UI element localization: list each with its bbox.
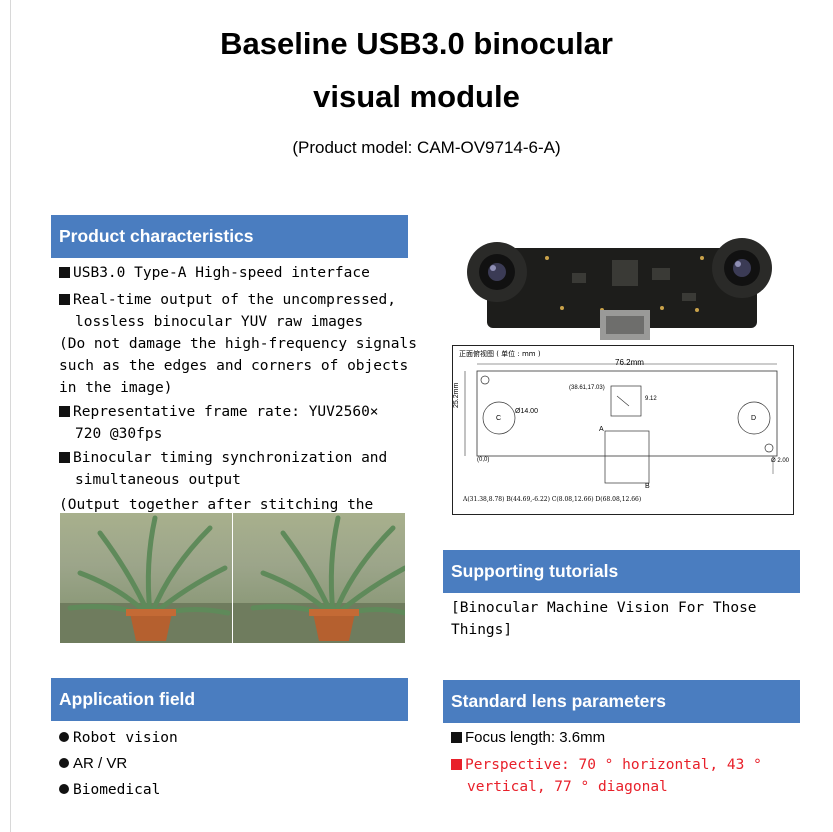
square-bullet-icon	[451, 759, 462, 770]
feature-raw-output: Real-time output of the uncompressed,	[59, 289, 429, 311]
page-title-line2: visual module	[313, 79, 520, 114]
note-line: such as the edges and corners of objects	[59, 358, 409, 374]
product-characteristics-heading: Product characteristics	[51, 215, 408, 258]
round-bullet-icon	[59, 784, 69, 794]
drawing-lines	[464, 363, 778, 484]
drawing-chip-label: (38.61,17.03)	[569, 385, 605, 391]
application-item: Biomedical	[59, 777, 178, 803]
feature-sync: Binocular timing synchronization and	[59, 447, 429, 469]
square-bullet-icon	[59, 267, 70, 278]
square-bullet-icon	[59, 452, 70, 463]
drawing-mount-hole: Ø 2.00	[771, 458, 790, 464]
drawing-corner-a: A	[599, 426, 604, 433]
drawing-footer: A(31.38,8.78) B(44.69,-6.22) C(8.08,12.6…	[463, 496, 642, 503]
note-line: in the image)	[59, 380, 173, 396]
page-title-line1: Baseline USB3.0 binocular	[220, 26, 613, 61]
camera-module-photo	[452, 238, 792, 344]
lens-perspective: Perspective: 70 ° horizontal, 43 ° verti…	[451, 754, 762, 798]
note-line-cut: (Output together after stitching the	[59, 497, 374, 513]
application-list: Robot vision AR / VR Biomedical	[59, 725, 178, 803]
lens-parameters-heading: Standard lens parameters	[443, 680, 800, 723]
stereo-sample-image	[60, 513, 405, 643]
drawing-height-label: 25.2mm	[453, 382, 460, 408]
drawing-origin: (0,0)	[477, 457, 490, 463]
tutorials-text: [Binocular Machine Vision For Those Thin…	[451, 597, 757, 641]
drawing-width-label: 76.2mm	[615, 358, 644, 367]
application-item: Robot vision	[59, 725, 178, 751]
drawing-lens-d: D	[751, 415, 757, 422]
round-bullet-icon	[59, 732, 69, 742]
drawing-caption: 正面俯视图 ( 单位 : mm )	[459, 350, 541, 358]
drawing-corner-b: B	[645, 483, 650, 490]
product-model: (Product model: CAM-OV9714-6-A)	[292, 138, 561, 157]
page-margin-line	[10, 0, 11, 832]
feature-usb: USB3.0 Type-A High-speed interface	[59, 262, 429, 284]
drawing-chip-dim: 9.12	[645, 396, 657, 402]
tutorial-link-line: [Binocular Machine Vision For Those	[451, 600, 757, 616]
characteristics-list: USB3.0 Type-A High-speed interface Real-…	[59, 262, 429, 516]
square-bullet-icon	[451, 732, 462, 743]
left-view-image	[60, 513, 232, 643]
feature-frame-rate-cont: 720 @30fps	[75, 426, 163, 442]
drawing-hole-label: Ø14.00	[515, 408, 538, 415]
square-bullet-icon	[59, 294, 70, 305]
application-item: AR / VR	[59, 751, 178, 777]
right-view-image	[233, 513, 405, 643]
lens-focus: Focus length: 3.6mm	[451, 729, 605, 746]
supporting-tutorials-heading: Supporting tutorials	[443, 550, 800, 593]
mechanical-drawing: 正面俯视图 ( 单位 : mm ) 76.2mm 25.2mm Ø14.00 (…	[452, 345, 794, 515]
application-field-heading: Application field	[51, 678, 408, 721]
square-bullet-icon	[59, 406, 70, 417]
feature-sync-cont: simultaneous output	[75, 472, 241, 488]
feature-raw-output-cont: lossless binocular YUV raw images	[75, 314, 364, 330]
feature-frame-rate: Representative frame rate: YUV2560×	[59, 401, 429, 423]
note-line: (Do not damage the high-frequency signal…	[59, 336, 417, 352]
round-bullet-icon	[59, 758, 69, 768]
tutorial-link-line: Things]	[451, 622, 513, 638]
drawing-lens-c: C	[496, 415, 502, 422]
